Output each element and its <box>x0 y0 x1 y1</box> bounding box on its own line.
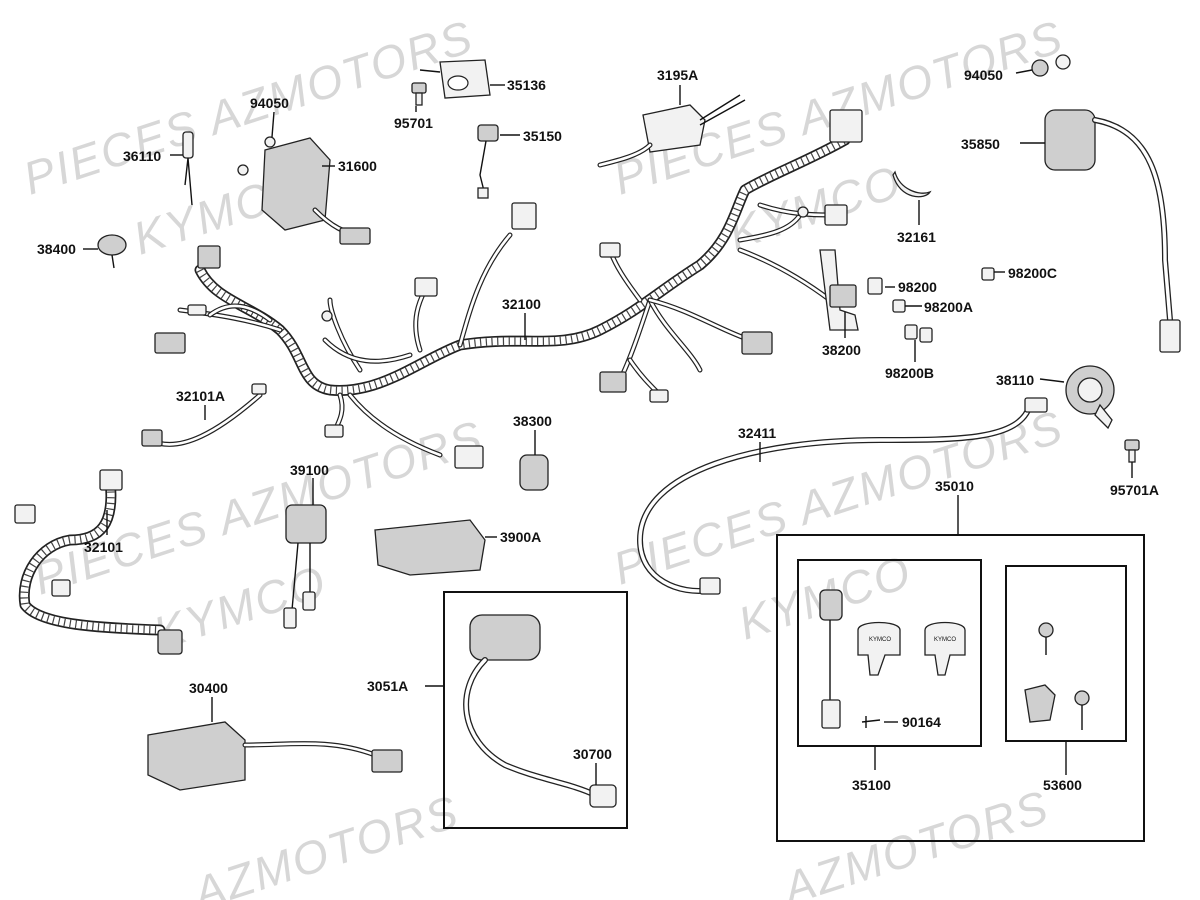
flasher-part <box>283 504 327 629</box>
part-label-39100: 39100 <box>290 462 329 478</box>
part-label-3900A: 3900A <box>500 529 541 545</box>
part-label-98200B: 98200B <box>885 365 934 381</box>
watermark-text: KYMCO <box>722 155 908 260</box>
part-label-35850: 35850 <box>961 136 1000 152</box>
socket-part <box>519 454 549 491</box>
key-part: KYMCO <box>924 621 966 676</box>
part-label-38300: 38300 <box>513 413 552 429</box>
part-label-32101: 32101 <box>84 539 123 555</box>
part-label-38400: 38400 <box>37 241 76 257</box>
nut-part <box>1031 54 1071 77</box>
part-label-95701: 95701 <box>394 115 433 131</box>
leader-lines <box>83 69 1133 785</box>
washer-part <box>237 136 276 176</box>
horn-part <box>1065 365 1115 430</box>
part-label-30700: 30700 <box>573 746 612 762</box>
part-label-32100: 32100 <box>502 296 541 312</box>
part-label-36110: 36110 <box>123 148 161 164</box>
watermark-text: AZMOTORS <box>774 780 1055 900</box>
part-label-3051A: 3051A <box>367 678 408 694</box>
part-label-32161: 32161 <box>897 229 936 245</box>
main-wire-harness <box>154 109 863 469</box>
part-label-35136: 35136 <box>507 77 546 93</box>
part-label-98200C: 98200C <box>1008 265 1057 281</box>
bracket-part <box>419 59 491 99</box>
ignition-coil-box <box>443 591 628 829</box>
key-brand-label: KYMCO <box>934 637 956 643</box>
buzzer-part <box>97 234 127 269</box>
key-set-box <box>776 534 1145 842</box>
part-label-38110: 38110 <box>996 372 1034 388</box>
fuse-box-part <box>819 249 859 331</box>
sub-harness-a-part <box>141 383 267 447</box>
part-label-98200A: 98200A <box>924 299 973 315</box>
lock-set-part <box>1024 622 1090 730</box>
part-label-94050: 94050 <box>250 95 289 111</box>
part-label-3195A: 3195A <box>657 67 698 83</box>
part-label-53600: 53600 <box>1043 777 1082 793</box>
horn-bolt-part <box>1124 439 1140 463</box>
starter-relay-part <box>1044 109 1181 353</box>
part-label-30400: 30400 <box>189 680 228 696</box>
part-label-38200: 38200 <box>822 342 861 358</box>
part-label-94050: 94050 <box>964 67 1003 83</box>
part-label-35100: 35100 <box>852 777 891 793</box>
part-label-35150: 35150 <box>523 128 562 144</box>
key-part: KYMCO <box>857 621 901 676</box>
part-label-32101A: 32101A <box>176 388 225 404</box>
clamp-part <box>892 170 932 198</box>
sensor-part <box>182 131 194 206</box>
clip-parts <box>867 267 995 343</box>
sub-harness-part <box>14 469 183 655</box>
ignition-coil-part <box>463 614 617 808</box>
lock-set-box <box>1005 565 1127 742</box>
cdi-unit-part <box>597 94 746 168</box>
part-label-32411: 32411 <box>738 425 776 441</box>
clip-90164-part <box>861 716 881 728</box>
bolt-part <box>411 82 427 106</box>
ignition-switch-box <box>797 559 982 747</box>
ecu-module-part <box>147 721 403 791</box>
part-label-90164: 90164 <box>902 714 941 730</box>
ignition-switch-part <box>819 589 843 729</box>
relay-part <box>477 124 499 199</box>
part-label-98200: 98200 <box>898 279 937 295</box>
part-label-95701A: 95701A <box>1110 482 1159 498</box>
watermark-text: AZMOTORS <box>184 785 465 900</box>
part-label-31600: 31600 <box>338 158 377 174</box>
part-labels: 35136 3195A 94050 94050 95701 36110 3160… <box>37 67 1159 793</box>
key-brand-label: KYMCO <box>869 637 891 643</box>
ecu-part <box>374 519 486 576</box>
part-label-35010: 35010 <box>935 478 974 494</box>
battery-cable-part <box>636 397 1048 595</box>
regulator-part <box>261 137 371 245</box>
